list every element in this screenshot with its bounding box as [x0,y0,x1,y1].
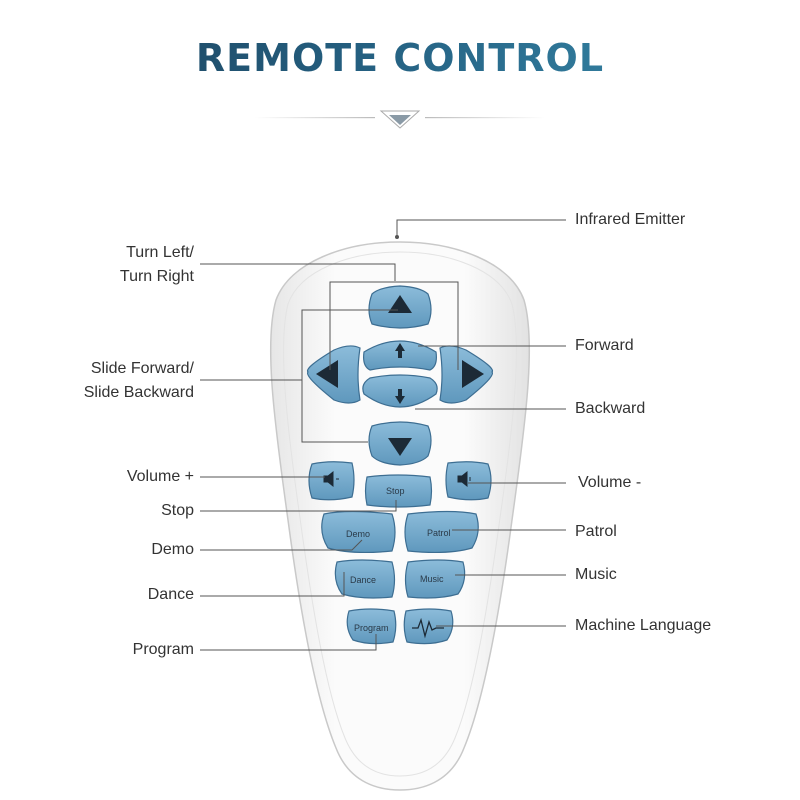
program-button[interactable] [346,608,397,645]
program-button-label: Program [354,623,389,633]
label-volume-up: Volume + [126,468,194,485]
left-button[interactable] [306,345,361,404]
label-infrared-emitter: Infrared Emitter [575,211,686,228]
label-music: Music [575,566,617,583]
arrow-down-icon [388,438,412,456]
label-backward: Backward [575,400,646,417]
label-demo: Demo [151,541,194,558]
arrow-up-icon [395,343,405,358]
stop-button-label: Stop [386,486,405,496]
down-button[interactable] [368,421,432,466]
label-stop: Stop [161,502,194,519]
arrow-right-icon [462,360,484,388]
up-button[interactable] [368,285,432,329]
label-dance: Dance [147,586,194,603]
label-slide-line-1: Slide Forward/ [90,360,194,377]
title-divider [255,110,545,129]
volume-up-icon [323,470,339,488]
stop-button[interactable] [364,474,433,508]
backward-button[interactable] [362,374,438,408]
arrow-left-icon [316,360,338,388]
music-button[interactable] [404,559,466,599]
patrol-button[interactable] [404,510,479,554]
dance-button-label: Dance [350,575,377,585]
right-button[interactable] [439,345,494,404]
arrow-up-icon [388,295,412,313]
forward-button[interactable] [363,340,437,371]
music-button-label: Music [420,574,444,584]
label-turn-line-1: Turn Left/ [126,244,194,261]
arrow-down-icon [395,389,405,404]
waveform-icon [412,617,444,639]
machine-language-button[interactable] [403,608,454,645]
label-machine-language: Machine Language [575,617,712,634]
demo-button-label: Demo [346,529,371,539]
label-volume-down: Volume - [578,474,642,491]
label-program: Program [132,641,194,658]
volume-down-icon [457,470,471,488]
callout-lines [200,219,566,651]
label-patrol: Patrol [575,523,617,540]
volume-down-button[interactable] [445,461,492,501]
dance-button[interactable] [334,559,396,599]
label-forward: Forward [575,337,634,354]
demo-button[interactable] [321,510,396,554]
patrol-button-label: Patrol [427,528,451,538]
label-slide-line-2: Slide Backward [83,384,194,401]
page-title: REMOTE CONTROL [0,36,800,80]
label-turn-line-2: Turn Right [119,268,194,285]
volume-up-button[interactable] [308,461,355,501]
